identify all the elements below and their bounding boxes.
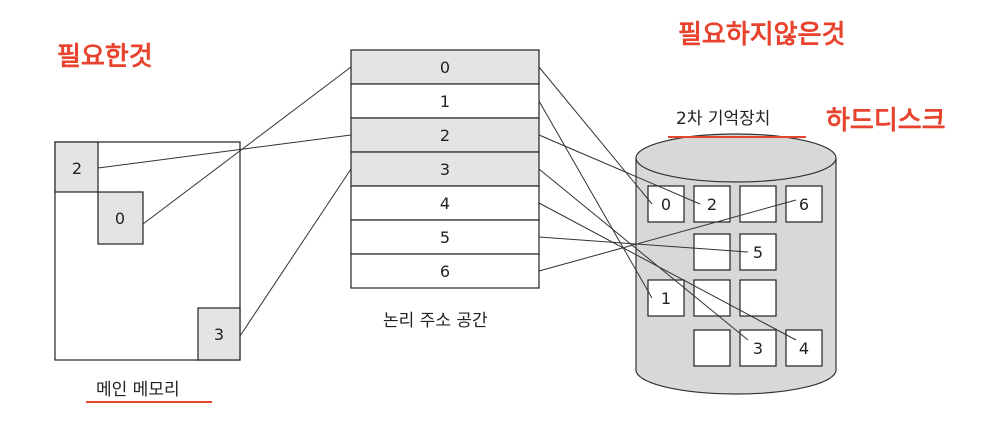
- logical-space-label: 논리 주소 공간: [383, 311, 488, 331]
- main-memory-underline: [86, 401, 212, 403]
- logical-page-row: 1: [350, 83, 540, 119]
- disk-page-label: 3: [753, 339, 763, 358]
- memory-frame: 2: [54, 141, 99, 193]
- logical-page-label: 2: [440, 126, 450, 145]
- hard-disk-annotation: 하드디스크: [826, 106, 946, 136]
- secondary-storage-underline: [668, 136, 806, 138]
- disk-page: 0: [647, 185, 685, 223]
- logical-page-label: 5: [440, 228, 450, 247]
- memory-frame-label: 2: [72, 159, 82, 178]
- memory-frame-label: 0: [115, 209, 125, 228]
- disk-page: 1: [647, 279, 685, 317]
- disk-page-empty: [739, 279, 777, 317]
- needed-annotation: 필요한것: [57, 42, 153, 72]
- disk-page-label: 0: [661, 195, 671, 214]
- logical-page-label: 6: [440, 262, 450, 281]
- disk-page-label: 5: [753, 243, 763, 262]
- disk-mapping-lines: [538, 66, 797, 341]
- disk-page: 6: [785, 185, 823, 223]
- logical-page-row: 2: [350, 117, 540, 153]
- logical-page-row: 4: [350, 185, 540, 221]
- disk-page-empty: [693, 233, 731, 271]
- logical-page-row: 3: [350, 151, 540, 187]
- disk-page-empty: [739, 185, 777, 223]
- memory-frame-label: 3: [214, 325, 224, 344]
- disk-page-label: 6: [799, 195, 809, 214]
- main-memory-label: 메인 메모리: [96, 380, 180, 400]
- disk-page: 3: [739, 329, 777, 367]
- logical-page-row: 6: [350, 253, 540, 289]
- logical-page-row: 5: [350, 219, 540, 255]
- disk-page: 4: [785, 329, 823, 367]
- secondary-storage-label: 2차 기억장치: [676, 109, 771, 129]
- logical-page-label: 4: [440, 194, 450, 213]
- not-needed-annotation: 필요하지않은것: [678, 20, 846, 50]
- logical-page-label: 3: [440, 160, 450, 179]
- logical-page-label: 1: [440, 92, 450, 111]
- disk-page-label: 4: [799, 339, 809, 358]
- logical-page-label: 0: [440, 58, 450, 77]
- disk-page-empty: [693, 329, 731, 367]
- memory-mapping-lines: [97, 66, 352, 337]
- memory-frame: 3: [197, 307, 241, 361]
- disk-page-label: 1: [661, 289, 671, 308]
- logical-page-row: 0: [350, 49, 540, 85]
- memory-frame: 0: [97, 191, 144, 245]
- disk-page-label: 2: [707, 195, 717, 214]
